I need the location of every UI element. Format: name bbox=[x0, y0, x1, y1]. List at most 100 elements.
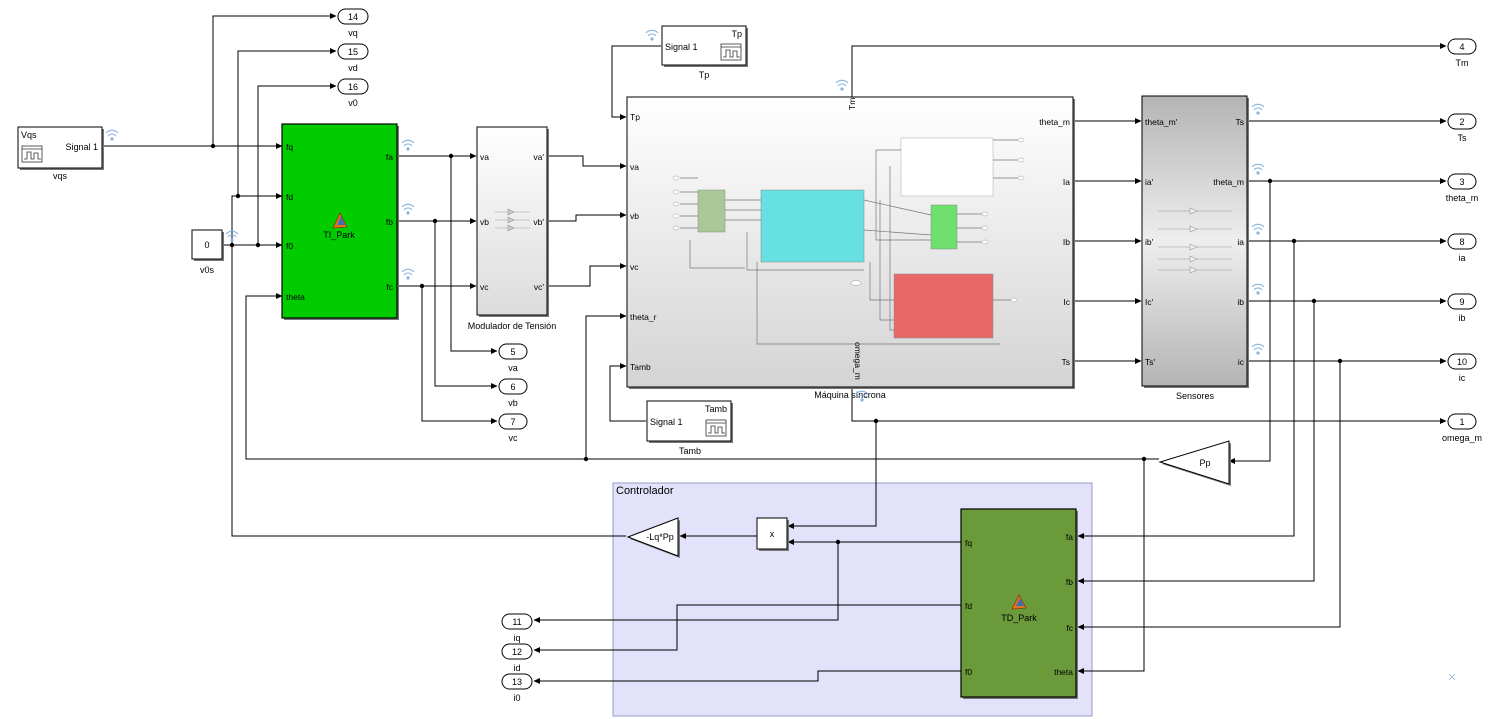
maq-out-tm: Tm bbox=[847, 98, 857, 110]
maq-out-theta-m: theta_m bbox=[1039, 117, 1070, 127]
sens-out-ts: Ts bbox=[1236, 117, 1245, 127]
outport-i0[interactable]: 13 i0 bbox=[501, 673, 533, 703]
td-park-in-fd: fd bbox=[965, 601, 972, 611]
ti-park-in-fq: fq bbox=[286, 142, 293, 152]
outport-omega-m[interactable]: 1 omega_m bbox=[1442, 413, 1482, 443]
tamb-name: Tamb bbox=[679, 446, 701, 456]
mod-out-vc: vc' bbox=[534, 282, 545, 292]
signal-builder-tamb[interactable]: Tamb Signal 1 Tamb bbox=[646, 400, 733, 456]
ti-park-in-fd: fd bbox=[286, 192, 293, 202]
outport-name: v0 bbox=[348, 98, 358, 108]
mod-in-vb: vb bbox=[480, 217, 489, 227]
td-park-in-f0: f0 bbox=[965, 667, 972, 677]
controlador-title: Controlador bbox=[616, 485, 674, 497]
maq-out-omega-m: omega_m bbox=[853, 342, 863, 380]
outport-theta-m[interactable]: 3 theta_m bbox=[1446, 173, 1479, 203]
matlab-function-icon bbox=[1011, 594, 1027, 610]
outport-name: omega_m bbox=[1442, 433, 1482, 443]
signal-lines[interactable] bbox=[103, 13, 1447, 684]
outport-vq[interactable]: 14 vq bbox=[337, 8, 369, 38]
sensores-block[interactable]: theta_m' ia' ib' Ic' Ts' Ts theta_m ia i… bbox=[1141, 95, 1249, 401]
sens-out-ib: ib bbox=[1237, 297, 1244, 307]
sens-out-theta-m: theta_m bbox=[1213, 177, 1244, 187]
td-park-name: TD_Park bbox=[1001, 613, 1037, 623]
outport-name: vc bbox=[509, 433, 519, 443]
outport-number: 15 bbox=[348, 47, 358, 57]
td-park-block[interactable]: fq fd f0 fa fb fc theta TD_Park bbox=[960, 508, 1078, 699]
constant-block[interactable]: 0 v0s bbox=[191, 229, 224, 275]
signal-logging-icon bbox=[645, 29, 659, 41]
td-park-out-theta: theta bbox=[1054, 667, 1073, 677]
mod-out-vb: vb' bbox=[533, 217, 544, 227]
signal-logging-icon bbox=[835, 79, 849, 91]
ti-park-out-fa: fa bbox=[386, 152, 393, 162]
outport-iq[interactable]: 11 iq bbox=[501, 613, 533, 643]
ti-park-out-fb: fb bbox=[386, 217, 393, 227]
outport-name: Ts bbox=[1458, 133, 1468, 143]
sens-in-ic: Ic' bbox=[1145, 297, 1154, 307]
ti-park-out-fc: fc bbox=[386, 282, 393, 292]
ti-park-in-theta: theta bbox=[286, 292, 305, 302]
outport-va[interactable]: 5 va bbox=[498, 343, 528, 373]
sens-out-ia: ia bbox=[1237, 237, 1244, 247]
product-block[interactable]: x bbox=[756, 517, 789, 551]
outport-id[interactable]: 12 id bbox=[501, 643, 533, 673]
constant-value: 0 bbox=[204, 240, 209, 250]
signal-logging-icon bbox=[1251, 163, 1265, 175]
outport-ia[interactable]: 8 ia bbox=[1447, 233, 1477, 263]
outport-vd[interactable]: 15 vd bbox=[337, 43, 369, 73]
outport-vb[interactable]: 6 vb bbox=[498, 378, 528, 408]
outport-ts[interactable]: 2 Ts bbox=[1447, 113, 1477, 143]
outport-name: va bbox=[508, 363, 518, 373]
outport-name: theta_m bbox=[1446, 193, 1479, 203]
outport-number: 14 bbox=[348, 12, 358, 22]
maq-in-tamb: Tamb bbox=[630, 362, 651, 372]
signal-builder-vqs[interactable]: Vqs Signal 1 vqs bbox=[17, 126, 104, 181]
outport-number: 9 bbox=[1459, 297, 1464, 307]
ti-park-block[interactable]: fq fd f0 theta fa fb fc TI_Park bbox=[281, 123, 399, 320]
signal-builder-icon bbox=[720, 43, 742, 61]
outport-number: 8 bbox=[1459, 237, 1464, 247]
maq-in-va: va bbox=[630, 162, 639, 172]
signal-logging-icon bbox=[1251, 343, 1265, 355]
signal-builder-icon bbox=[21, 145, 43, 163]
maq-in-tp: Tp bbox=[630, 112, 640, 122]
outport-v0[interactable]: 16 v0 bbox=[337, 78, 369, 108]
outport-tm[interactable]: 4 Tm bbox=[1447, 38, 1477, 68]
outport-name: vb bbox=[508, 398, 518, 408]
outport-number: 1 bbox=[1459, 417, 1464, 427]
outport-name: Tm bbox=[1456, 58, 1469, 68]
gain-lq-block[interactable]: -Lq*Pp bbox=[626, 517, 680, 558]
signal-builder-icon bbox=[705, 419, 727, 437]
modulador-block[interactable]: va vb vc va' vb' vc' Modulador de Tensió… bbox=[468, 126, 556, 331]
maq-out-ib: Ib bbox=[1063, 237, 1070, 247]
maq-out-ic: Ic bbox=[1063, 297, 1070, 307]
outport-name: id bbox=[513, 663, 520, 673]
outport-number: 5 bbox=[510, 347, 515, 357]
outport-ic[interactable]: 10 ic bbox=[1447, 353, 1477, 383]
vqs-signal: Signal 1 bbox=[65, 142, 98, 152]
maquina-block[interactable]: Tp va vb vc theta_r Tamb theta_m Ia Ib I… bbox=[626, 96, 1075, 400]
vqs-name: vqs bbox=[53, 171, 68, 181]
outport-number: 13 bbox=[512, 677, 522, 687]
vqs-title: Vqs bbox=[21, 130, 37, 140]
signal-logging-icon bbox=[401, 203, 415, 215]
outport-name: ic bbox=[1459, 373, 1466, 383]
signal-builder-tp[interactable]: Tp Signal 1 Tp bbox=[661, 25, 748, 80]
outport-ib[interactable]: 9 ib bbox=[1447, 293, 1477, 323]
td-park-in-fq: fq bbox=[965, 538, 972, 548]
outport-number: 7 bbox=[510, 417, 515, 427]
outport-number: 3 bbox=[1459, 177, 1464, 187]
mod-out-va: va' bbox=[533, 152, 544, 162]
outport-name: i0 bbox=[513, 693, 520, 703]
ti-park-name: TI_Park bbox=[323, 230, 355, 240]
modulador-name: Modulador de Tensión bbox=[468, 321, 556, 331]
gain-pp-block[interactable]: Pp bbox=[1158, 440, 1231, 486]
maq-out-ts: Ts bbox=[1062, 357, 1071, 367]
maq-in-theta-r: theta_r bbox=[630, 312, 657, 322]
outport-number: 6 bbox=[510, 382, 515, 392]
outport-vc[interactable]: 7 vc bbox=[498, 413, 528, 443]
junction-dots bbox=[210, 143, 1343, 545]
td-park-out-fb: fb bbox=[1066, 577, 1073, 587]
